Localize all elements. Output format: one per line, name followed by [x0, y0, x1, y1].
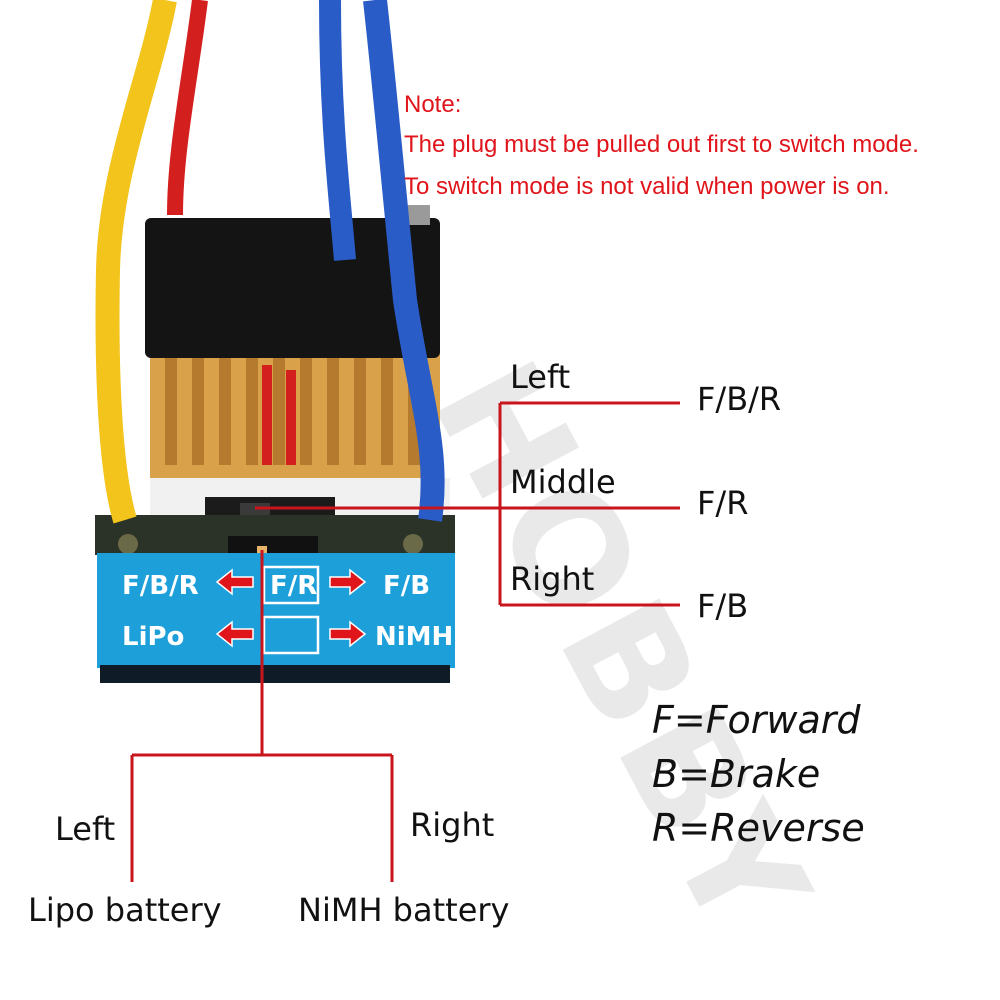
note-title: Note: [404, 91, 462, 118]
internal-wires [262, 365, 296, 465]
mode-value-fb: F/B [697, 587, 749, 625]
mode-position-middle: Middle [510, 463, 616, 501]
mode-value-fr: F/R [697, 484, 749, 522]
battery-position-right: Right [410, 806, 495, 844]
label-nimh: NiMH [375, 622, 453, 652]
label-fbr: F/B/R [122, 571, 199, 601]
blue-wire [319, 0, 356, 261]
yellow-wire [95, 0, 177, 524]
arrow-icons [215, 568, 367, 648]
battery-nimh: NiMH battery [298, 891, 510, 929]
battery-switch [228, 536, 318, 554]
blue-wire [363, 0, 445, 522]
mode-position-left: Left [510, 358, 571, 396]
legend-forward: F=Forward [652, 698, 861, 742]
mode-position-right: Right [510, 560, 595, 598]
red-wire [167, 0, 208, 216]
arrow-right-icon [329, 568, 367, 596]
black-strap [145, 218, 440, 358]
battery-position-left: Left [55, 810, 116, 848]
battery-lipo: Lipo battery [28, 891, 222, 929]
arrow-right-icon [329, 620, 367, 648]
legend-brake: B=Brake [652, 752, 821, 796]
mode-value-fbr: F/B/R [697, 380, 782, 418]
label-lipo: LiPo [122, 622, 184, 652]
arrow-left-icon [215, 620, 254, 648]
arrow-left-icon [215, 568, 254, 596]
note-line-2: To switch mode is not valid when power i… [404, 173, 890, 200]
blue-label [97, 553, 455, 668]
legend-reverse: R=Reverse [652, 806, 865, 850]
label-fb: F/B [383, 571, 430, 601]
note-line-1: The plug must be pulled out first to swi… [404, 131, 919, 158]
label-fr: F/R [270, 571, 317, 601]
